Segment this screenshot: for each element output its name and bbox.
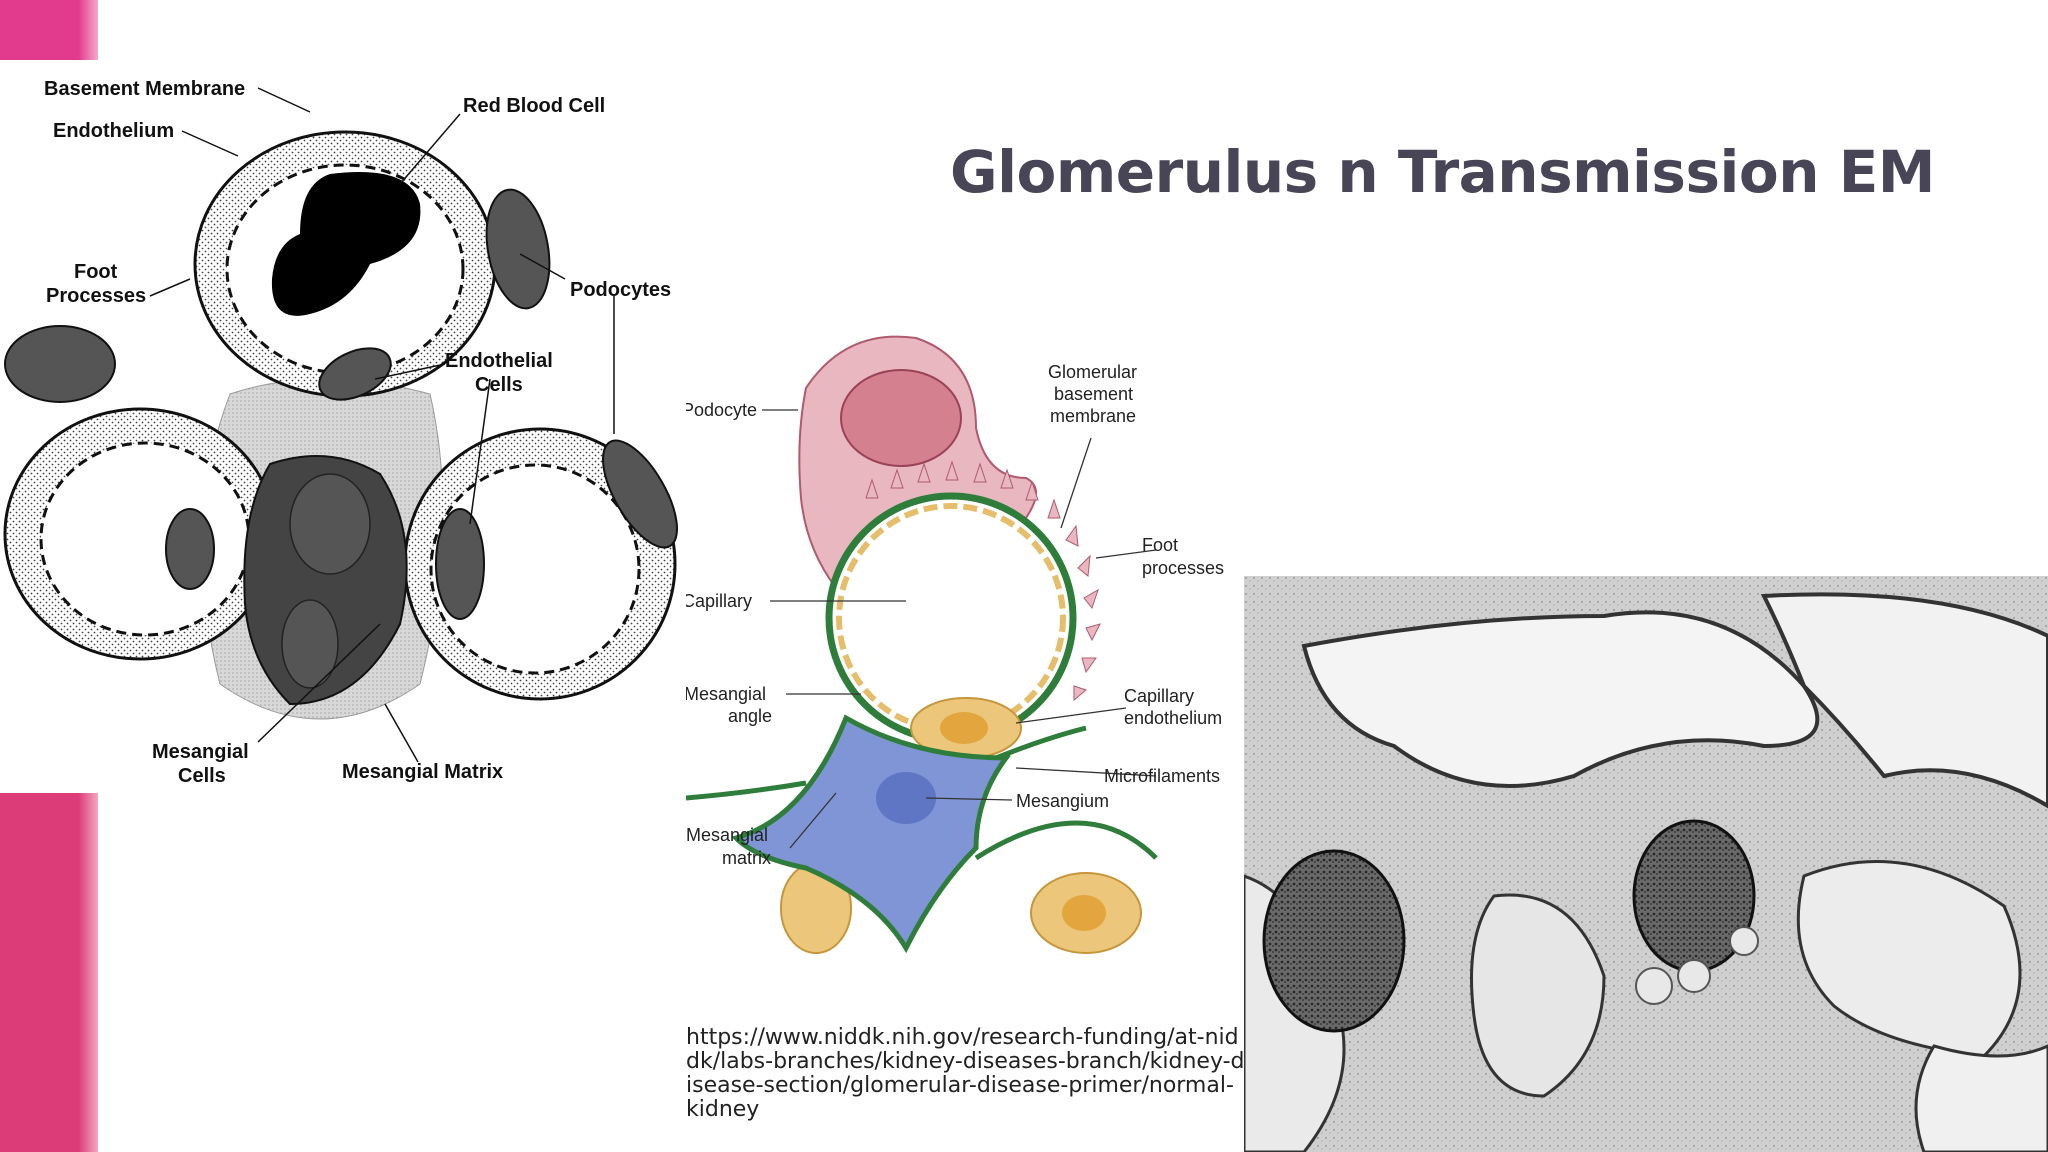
label-mesangial-cells-2: Cells (178, 765, 226, 787)
label-capillary-endothelium-2: endothelium (1124, 708, 1222, 728)
label-foot-processes-2: Processes (46, 285, 146, 307)
label-basement-membrane: Basement Membrane (44, 78, 245, 100)
label-gbm-1: Glomerular (1048, 362, 1137, 382)
label-red-blood-cell: Red Blood Cell (463, 95, 605, 117)
label-gbm-3: membrane (1050, 406, 1136, 426)
label-mesangial-matrix: Mesangial Matrix (342, 761, 503, 783)
slide-title: Glomerulus n Transmission EM (950, 138, 2010, 206)
label-capillary-endothelium-1: Capillary (1124, 686, 1194, 706)
label-podocytes: Podocytes (570, 279, 671, 301)
label-mesangium: Mesangium (1016, 791, 1109, 811)
label-mesangial-angle-2: angle (728, 706, 772, 726)
label-podocyte: Podocyte (686, 400, 757, 420)
label-microfilaments: Microfilaments (1104, 766, 1220, 786)
em-micrograph (1244, 576, 2048, 1152)
source-url: https://www.niddk.nih.gov/research-fundi… (686, 1026, 1246, 1122)
label-mesangial-angle-1: Mesangial (686, 684, 766, 704)
label-foot-2: processes (1142, 558, 1224, 578)
accent-bar-top (0, 0, 98, 60)
glomerulus-line-diagram: Basement Membrane Endothelium Red Blood … (0, 64, 690, 804)
label-foot-processes-1: Foot (74, 261, 118, 283)
accent-bar-bottom (0, 793, 98, 1152)
label-endothelium: Endothelium (53, 120, 174, 142)
label-mesangial-matrix-2: matrix (722, 848, 771, 868)
label-endothelial-cells-1: Endothelial (445, 350, 553, 372)
mesangium-color-diagram: Podocyte Glomerular basement membrane Fo… (686, 328, 1234, 978)
label-endothelial-cells-2: Cells (475, 374, 523, 396)
label-mesangial-matrix-1: Mesangial (686, 825, 768, 845)
label-capillary: Capillary (686, 591, 752, 611)
label-foot-1: Foot (1142, 535, 1178, 555)
label-gbm-2: basement (1054, 384, 1133, 404)
label-mesangial-cells-1: Mesangial (152, 741, 249, 763)
